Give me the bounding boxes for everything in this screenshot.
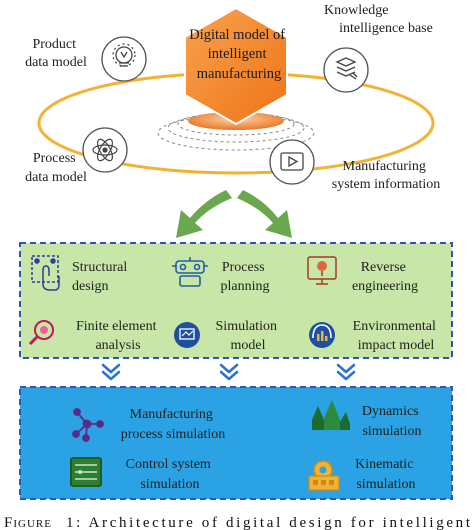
chevron-left xyxy=(101,363,121,381)
node-manufacturing-line2: system information xyxy=(332,177,441,192)
module-fem: Finite element analysis xyxy=(28,319,160,353)
green-arrows xyxy=(176,190,292,238)
svg-text:Reverse engineering: Reverse engineering xyxy=(352,260,418,294)
module-mfgsim-line2: process simulation xyxy=(121,427,226,442)
design-panel-bg xyxy=(19,242,453,359)
svg-text:Kinematic simulation: Kinematic simulation xyxy=(355,457,417,492)
module-dynamics-line2: simulation xyxy=(362,424,421,439)
node-process: Process data model xyxy=(25,127,128,185)
robot-icon xyxy=(172,257,208,287)
svg-text:Manufacturing system i: Manufacturing system information xyxy=(332,159,441,192)
module-env: Environmental impact model xyxy=(309,319,440,353)
module-planning: Process planning xyxy=(172,257,270,294)
svg-text:Manufacturing process: Manufacturing process simulation xyxy=(121,407,226,442)
module-control-line1: Control system xyxy=(126,457,211,472)
caption-fig-word: Figure xyxy=(4,515,52,530)
green-arrow-left xyxy=(176,190,232,238)
green-arrow-right xyxy=(237,190,292,238)
module-kinematic-line2: simulation xyxy=(356,477,415,492)
svg-text:Simulation model: Simulation model xyxy=(216,319,281,353)
module-env-line1: Environmental xyxy=(353,319,436,334)
module-simmodel: Simulation model xyxy=(174,319,281,353)
node-product-line2: data model xyxy=(25,55,87,70)
center-title-line2: intelligent xyxy=(208,46,267,62)
node-knowledge-line1: Knowledge xyxy=(324,3,389,18)
center-title-line1: Digital model of xyxy=(189,27,285,43)
svg-text:Process data model: Process data model xyxy=(25,151,87,185)
module-simmodel-line2: model xyxy=(231,338,266,353)
node-product-circle xyxy=(101,36,147,82)
chevron-right xyxy=(336,363,356,381)
gear-factory-icon xyxy=(308,460,340,491)
node-manufacturing: Manufacturing system information xyxy=(269,139,441,192)
svg-text:Control system simulat: Control system simulation xyxy=(126,457,215,492)
svg-text:Dynamics simulation: Dynamics simulation xyxy=(362,404,422,439)
module-env-line2: impact model xyxy=(358,338,435,353)
magnifier-icon xyxy=(28,320,54,346)
module-simmodel-line1: Simulation xyxy=(216,319,277,334)
orbit-section: Digital model of intelligent manufacturi… xyxy=(25,3,440,192)
node-process-line2: data model xyxy=(25,170,87,185)
node-product-line1: Product xyxy=(32,37,76,52)
svg-text:Knowledge intelligence: Knowledge intelligence base xyxy=(324,3,433,36)
module-planning-line2: planning xyxy=(221,279,270,294)
node-knowledge-circle xyxy=(323,47,369,93)
svg-text:Environmental impact m: Environmental impact model xyxy=(353,319,440,353)
node-manufacturing-line1: Manufacturing xyxy=(343,159,426,174)
module-structural: Structural design xyxy=(31,255,131,294)
module-reverse-line2: engineering xyxy=(352,279,418,294)
module-fem-line1: Finite element xyxy=(76,319,157,334)
lightbulb-gear-icon xyxy=(112,43,136,67)
module-kinematic: Kinematic simulation xyxy=(308,457,417,492)
monitor-tree-icon xyxy=(307,256,337,285)
center-title-line3: manufacturing xyxy=(197,66,282,82)
module-mfgsim-line1: Manufacturing xyxy=(130,407,213,422)
touch-grid-icon xyxy=(31,255,60,291)
caption-text: 1: Architecture of digital design for in… xyxy=(66,515,471,530)
figure-caption: Figure 1: Architecture of digital design… xyxy=(4,515,471,530)
module-fem-line2: analysis xyxy=(95,338,140,353)
node-knowledge-line2: intelligence base xyxy=(339,21,433,36)
document-stack-icon xyxy=(335,57,358,80)
module-kinematic-line1: Kinematic xyxy=(355,457,413,472)
atom-icon xyxy=(92,138,118,162)
module-mfgsim: Manufacturing process simulation xyxy=(72,407,226,442)
svg-text:Structural design: Structural design xyxy=(72,260,131,294)
module-structural-line1: Structural xyxy=(72,260,127,275)
center-hexagon xyxy=(184,6,288,126)
module-reverse-line1: Reverse xyxy=(361,260,406,275)
video-play-icon xyxy=(280,152,304,171)
module-structural-line2: design xyxy=(72,279,109,294)
circuit-board-icon xyxy=(70,457,102,487)
node-product: Product data model xyxy=(25,36,147,82)
simulation-panel: Manufacturing process simulation Dynamic… xyxy=(19,386,453,500)
network-nodes-icon xyxy=(72,408,104,442)
node-manufacturing-circle xyxy=(269,139,315,185)
node-knowledge: Knowledge intelligence base xyxy=(323,3,433,93)
svg-text:Finite element analysi: Finite element analysis xyxy=(76,319,160,353)
module-reverse: Reverse engineering xyxy=(307,256,418,294)
flow-screen-icon xyxy=(174,322,200,348)
chevron-center xyxy=(219,363,239,381)
center-title: Digital model of intelligent manufacturi… xyxy=(189,27,288,82)
dynamics-chart-icon xyxy=(312,400,350,430)
design-panel: Structural design Process planning xyxy=(19,242,453,359)
svg-text:Product data model: Product data model xyxy=(25,37,87,70)
node-process-line1: Process xyxy=(33,151,76,166)
svg-text:Process planning: Process planning xyxy=(221,260,270,294)
module-dynamics: Dynamics simulation xyxy=(312,400,422,439)
chevrons xyxy=(101,363,356,381)
module-planning-line1: Process xyxy=(222,260,265,275)
module-control-line2: simulation xyxy=(140,477,199,492)
module-control: Control system simulation xyxy=(70,457,215,492)
headset-chart-icon xyxy=(309,322,335,348)
module-dynamics-line1: Dynamics xyxy=(362,404,419,419)
